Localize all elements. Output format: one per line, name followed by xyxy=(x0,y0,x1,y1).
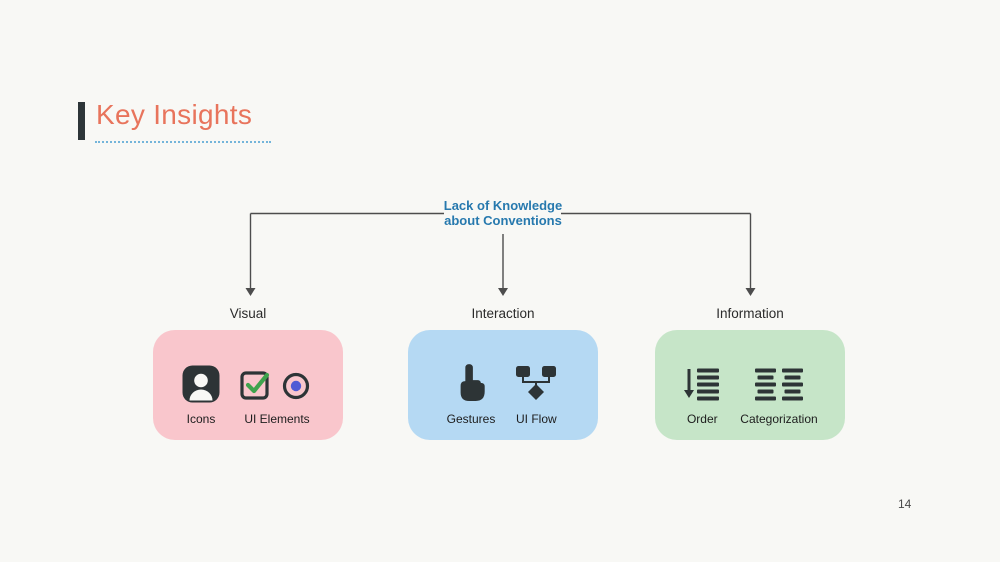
branch-label-interaction: Interaction xyxy=(471,306,535,321)
box-item-label: Categorization xyxy=(740,412,818,426)
pointing-hand-icon xyxy=(460,364,485,401)
box-item-ui-elements: UI Elements xyxy=(239,356,315,426)
sorted-list-icon xyxy=(684,368,720,401)
branch-box-interaction: Gestures UI Flow xyxy=(408,330,598,440)
box-item-label: Icons xyxy=(186,412,216,426)
flowchart-icon xyxy=(516,366,557,400)
category-columns-icon xyxy=(754,368,803,401)
branch-label-visual: Visual xyxy=(229,306,267,321)
root-label: Lack of Knowledge about Conventions xyxy=(417,198,589,228)
user-avatar-icon xyxy=(182,365,220,403)
title-accent-bar xyxy=(78,102,85,140)
arrowhead-information xyxy=(745,288,756,296)
box-item-ui-flow: UI Flow xyxy=(513,356,559,426)
box-item-label: Gestures xyxy=(446,412,496,426)
box-item-label: Order xyxy=(686,412,718,426)
page-number: 14 xyxy=(898,497,912,511)
checkbox-radio-icon xyxy=(240,371,310,400)
checkbox-icon xyxy=(240,371,270,400)
arrowhead-interaction xyxy=(498,288,508,296)
branch-box-information: Order xyxy=(655,330,845,440)
box-item-icons: Icons xyxy=(181,356,221,426)
page-title: Key Insights xyxy=(96,99,253,130)
branch-label-information: Information xyxy=(716,306,784,321)
box-item-order: Order xyxy=(682,356,722,426)
root-label-line2: about Conventions xyxy=(444,213,562,228)
arrowhead-visual xyxy=(245,288,256,296)
box-item-categorization: Categorization xyxy=(740,356,818,426)
branch-box-visual: Icons UI Elements xyxy=(153,330,343,440)
box-item-label: UI Elements xyxy=(244,412,310,426)
title-underline xyxy=(95,141,271,143)
radio-button-icon xyxy=(282,372,310,400)
box-item-label: UI Flow xyxy=(516,412,557,426)
root-label-line1: Lack of Knowledge xyxy=(443,198,563,213)
box-item-gestures: Gestures xyxy=(446,356,496,426)
